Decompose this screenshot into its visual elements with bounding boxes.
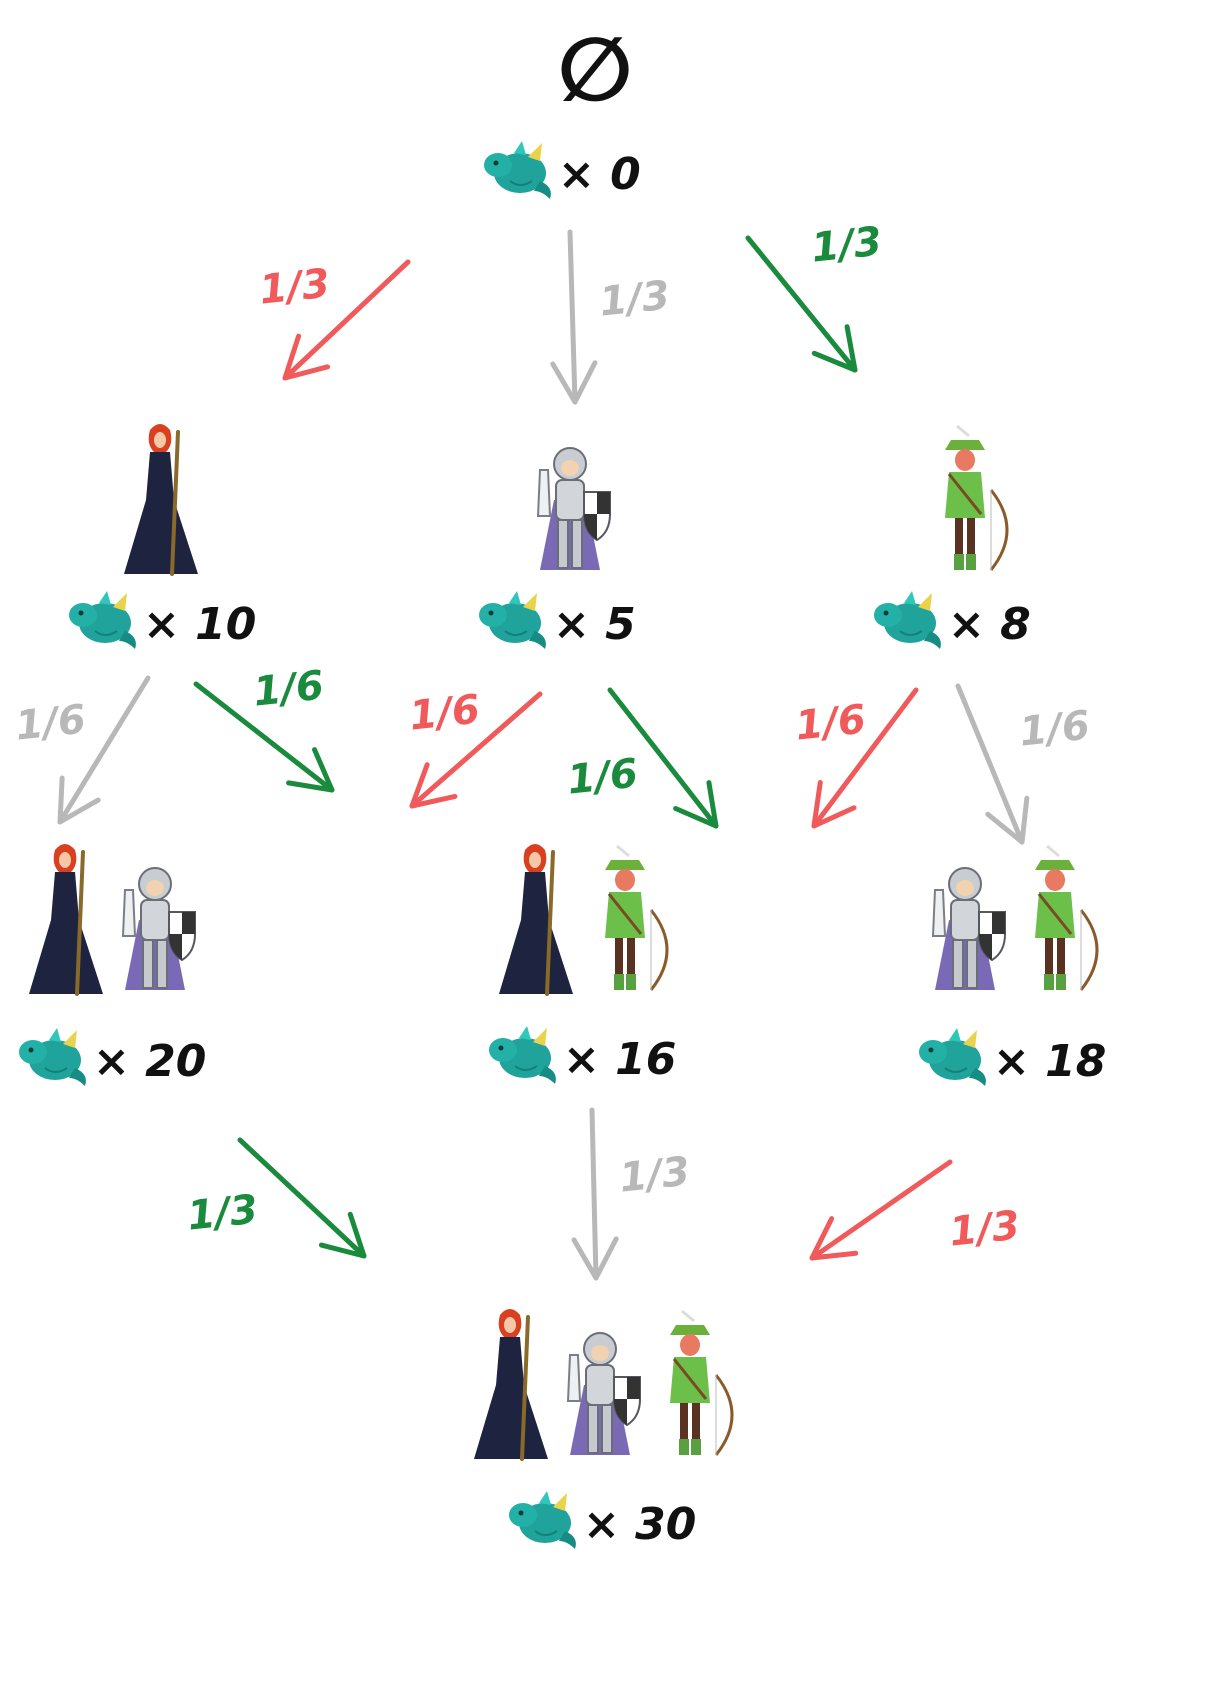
nodes-layer: × 0 × 10 × 5 × 8 × 20 × 16 × 18 × 30 [18,140,1106,1550]
dragon-count-mage-knight: × 20 [93,1036,206,1087]
empty-set-symbol: ∅ [557,18,632,121]
edge-mage-archer-to-all: 1/3 [571,1107,692,1281]
dragon-count-mage: × 10 [143,599,256,650]
node-empty: × 0 [483,140,641,200]
arrow-shaft [409,691,543,809]
node-knight-archer: × 18 [918,844,1106,1087]
node-mage-archer: × 16 [488,842,676,1085]
edge-knight-to-mage-archer: 1/6 [407,687,543,809]
edge-knight-archer-to-all: 1/3 [809,1159,1022,1261]
arrow-head [286,747,335,793]
probability-label: 1/3 [597,273,672,326]
dragon-count-all: × 30 [583,1499,696,1550]
dragon-icon [483,140,552,200]
arrow-shaft [955,683,1025,845]
mage-icon [497,842,575,996]
arrow-head [571,1236,619,1281]
mage-icon [27,842,105,996]
mage-icon [472,1307,550,1461]
mage-icon [122,422,200,576]
probability-label: 1/6 [407,687,482,740]
arrow-head [809,1216,859,1261]
probability-label: 1/6 [13,697,88,750]
node-all: × 30 [472,1307,734,1550]
arrow-shaft [809,1159,953,1261]
probability-label: 1/3 [257,261,332,314]
arrow-shaft [607,687,719,829]
arrow-head [673,780,719,829]
probability-label: 1/3 [185,1187,260,1240]
probability-label: 1/3 [809,219,884,272]
dragon-icon [508,1490,577,1550]
edge-knight-to-knight-archer: 1/6 [565,687,719,829]
edge-archer-to-knight-archer: 1/6 [955,683,1092,845]
archer-icon [943,424,1009,572]
archer-icon [603,844,669,992]
dragon-count-knight: × 5 [553,599,636,650]
dragon-count-archer: × 8 [948,599,1031,650]
dragon-icon [873,590,942,650]
edge-archer-to-knight-archer: 1/6 [793,687,919,829]
probability-label: 1/6 [565,751,640,804]
arrow-head [57,775,101,825]
probability-label: 1/6 [251,663,326,716]
node-mage-knight: × 20 [18,842,206,1087]
node-mage: × 10 [68,422,256,650]
dragon-count-knight-archer: × 18 [993,1036,1106,1087]
knight-icon [932,867,1006,991]
arrow-shaft [567,229,578,405]
dragon-count-mage-archer: × 16 [563,1034,676,1085]
arrow-head [409,762,458,809]
arrow-head [985,795,1030,845]
arrow-shaft [745,235,858,373]
dragon-count-empty: × 0 [558,149,641,200]
dragon-icon [918,1027,987,1087]
dragon-icon [488,1025,557,1085]
dragon-icon [68,590,137,650]
arrow-head [318,1211,367,1259]
arrow-head [550,360,598,405]
knight-icon [537,447,611,571]
archer-icon [1033,844,1099,992]
arrow-shaft [57,675,151,825]
dragon-icon [18,1027,87,1087]
edge-empty-to-mage: 1/3 [257,259,411,381]
arrow-shaft [193,681,335,793]
edge-empty-to-archer: 1/3 [745,219,884,373]
edge-empty-to-knight: 1/3 [550,229,672,405]
knight-icon [567,1332,641,1456]
arrow-head [282,333,331,381]
edge-mage-knight-to-all: 1/3 [185,1137,367,1259]
arrow-shaft [811,687,919,829]
arrow-head [811,324,858,373]
probability-label: 1/3 [617,1149,692,1202]
arrow-head [811,779,857,829]
archer-icon [668,1309,734,1457]
arrow-shaft [237,1137,367,1259]
edges-layer: 1/3 1/3 1/3 1/6 1/6 1/6 1/6 1/6 1/6 1/3 1/3 1/3 [13,219,1092,1281]
dragon-icon [478,590,547,650]
arrow-shaft [282,259,411,381]
knight-icon [122,867,196,991]
edge-mage-to-mage-knight: 1/6 [13,675,151,825]
probability-label: 1/3 [947,1203,1022,1256]
node-knight: × 5 [478,447,636,650]
probability-label: 1/6 [793,697,868,750]
probability-label: 1/6 [1017,703,1092,756]
edge-mage-to-mage-archer: 1/6 [193,663,335,793]
node-archer: × 8 [873,424,1031,650]
arrow-shaft [589,1107,599,1281]
